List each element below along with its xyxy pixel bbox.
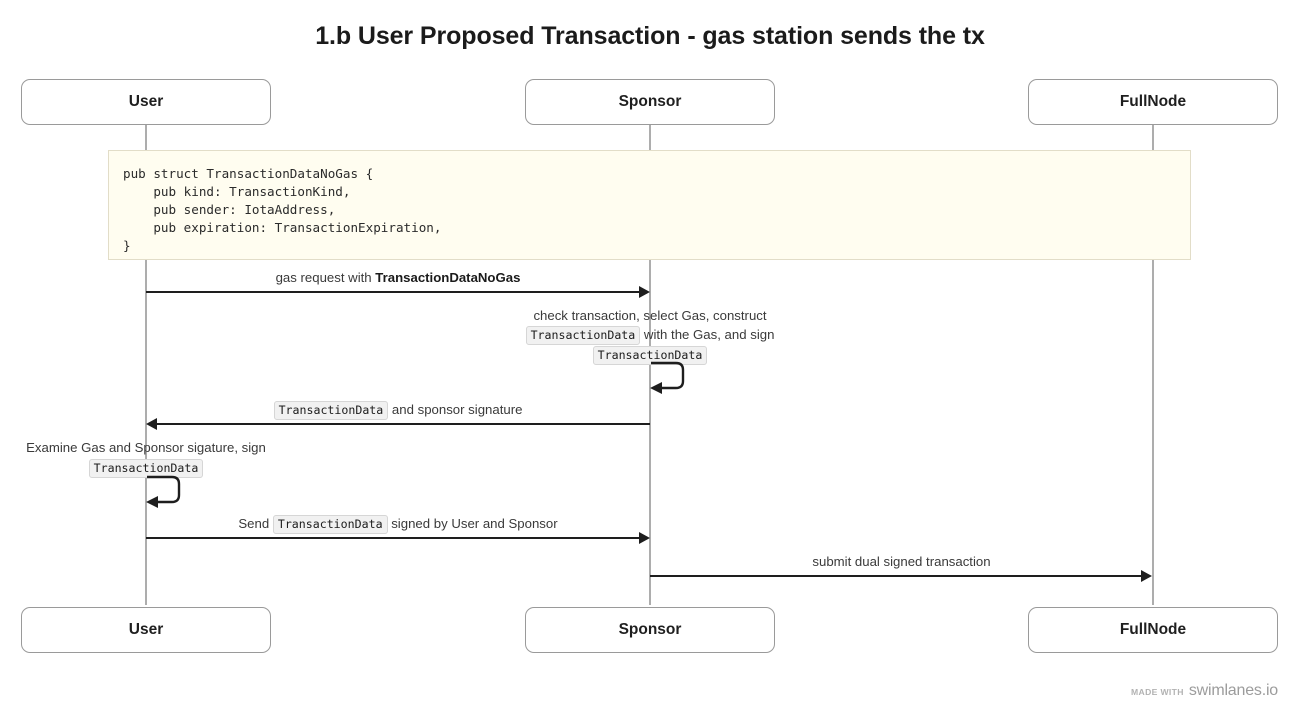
arrowhead-left-icon xyxy=(146,418,157,430)
participant-fullnode-bottom[interactable]: FullNode xyxy=(1028,607,1278,653)
message-label-text: with the Gas, and sign xyxy=(640,327,775,342)
message-label-submit-dual-signed: submit dual signed transaction xyxy=(650,553,1153,571)
participant-label: FullNode xyxy=(1119,93,1187,110)
message-label-check-transaction: check transaction, select Gas, construct… xyxy=(420,307,880,365)
lifeline-fullnode xyxy=(1152,125,1154,605)
arrowhead-right-icon xyxy=(639,286,650,298)
participant-label: Sponsor xyxy=(618,93,682,110)
participant-label: Sponsor xyxy=(618,621,682,638)
code-span: TransactionData xyxy=(592,346,708,365)
message-label-examine-gas: Examine Gas and Sponsor sigature, sign T… xyxy=(0,439,292,478)
arrowhead-right-icon xyxy=(639,532,650,544)
participant-user-top[interactable]: User xyxy=(21,79,271,125)
message-arrow-gas-request xyxy=(146,291,640,293)
code-span: TransactionData xyxy=(273,401,389,420)
code-span: TransactionData xyxy=(525,326,641,345)
message-label-text: submit dual signed transaction xyxy=(812,554,991,569)
message-label-line1: check transaction, select Gas, construct xyxy=(533,308,767,323)
message-arrow-return-transactiondata xyxy=(157,423,650,425)
message-label-strong: TransactionDataNoGas xyxy=(375,270,521,285)
code-span: TransactionData xyxy=(272,515,388,534)
code-span: TransactionData xyxy=(88,459,204,478)
message-label-transactiondata-sponsor-signature: TransactionData and sponsor signature xyxy=(146,401,650,420)
message-label-line2: TransactionData with the Gas, and sign xyxy=(420,326,880,345)
footer-attribution[interactable]: MADE WITH swimlanes.io xyxy=(1131,682,1278,700)
participant-label: User xyxy=(128,93,164,110)
message-arrow-send-transactiondata xyxy=(146,537,640,539)
code-text: pub struct TransactionDataNoGas { pub ki… xyxy=(123,166,442,253)
participant-sponsor-top[interactable]: Sponsor xyxy=(525,79,775,125)
message-label-send-transactiondata: Send TransactionData signed by User and … xyxy=(146,515,650,534)
message-label-line2: TransactionData xyxy=(0,459,292,478)
participant-sponsor-bottom[interactable]: Sponsor xyxy=(525,607,775,653)
footer-brand-link[interactable]: swimlanes.io xyxy=(1188,682,1278,699)
message-label-text: gas request with xyxy=(275,270,376,285)
lifeline-user xyxy=(145,125,147,605)
arrowhead-right-icon xyxy=(1141,570,1152,582)
note-code-block: pub struct TransactionDataNoGas { pub ki… xyxy=(108,150,1191,260)
message-arrow-submit-dual-signed xyxy=(650,575,1142,577)
participant-label: FullNode xyxy=(1119,621,1187,638)
footer-made-with-label: MADE WITH xyxy=(1131,687,1184,697)
message-label-text: and sponsor signature xyxy=(388,402,523,417)
message-label-line3: TransactionData xyxy=(420,346,880,365)
self-message-loop-sponsor xyxy=(650,361,685,394)
participant-user-bottom[interactable]: User xyxy=(21,607,271,653)
self-message-loop-user xyxy=(146,475,181,508)
message-label-line1: Examine Gas and Sponsor sigature, sign xyxy=(26,440,266,455)
page-title: 1.b User Proposed Transaction - gas stat… xyxy=(315,22,985,50)
message-label-text: Send xyxy=(238,516,273,531)
message-label-text: signed by User and Sponsor xyxy=(387,516,558,531)
participant-label: User xyxy=(128,621,164,638)
lifeline-sponsor xyxy=(649,125,651,605)
message-label-gas-request: gas request with TransactionDataNoGas xyxy=(146,269,650,287)
participant-fullnode-top[interactable]: FullNode xyxy=(1028,79,1278,125)
